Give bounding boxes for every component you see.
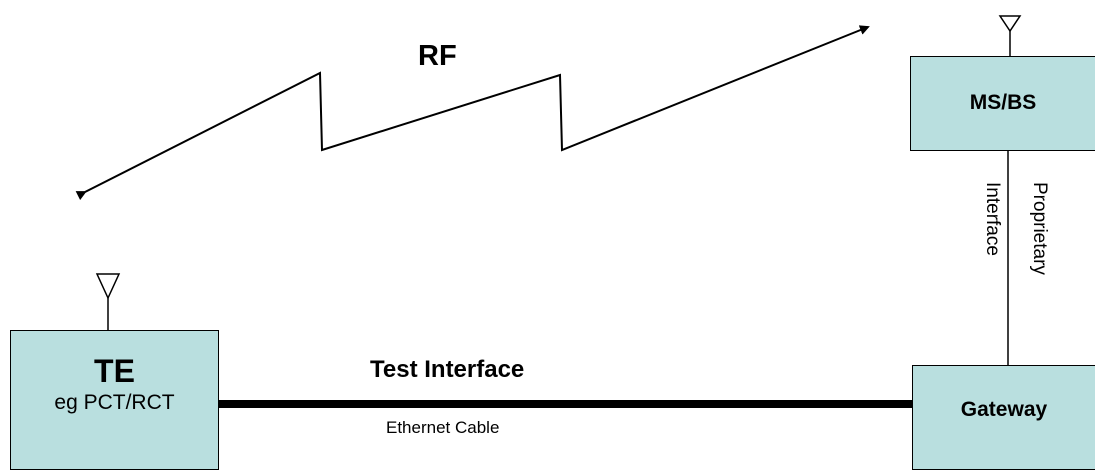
rf-link-arrow (75, 25, 870, 201)
rf-label: RF (418, 40, 457, 72)
gateway-box: Gateway (912, 365, 1095, 470)
proprietary-label: Proprietary (1029, 182, 1050, 275)
ethernet-cable-label: Ethernet Cable (386, 418, 500, 437)
gateway-label: Gateway (960, 398, 1048, 421)
te-antenna-icon (95, 273, 121, 330)
ms-bs-label: MS/BS (969, 91, 1037, 114)
te-subtitle: eg PCT/RCT (54, 391, 175, 414)
test-interface-label: Test Interface (370, 356, 525, 383)
te-box: TE eg PCT/RCT (10, 330, 219, 470)
te-title: TE (94, 353, 135, 389)
ms-bs-antenna-icon (998, 15, 1022, 56)
interface-label: Interface (982, 182, 1003, 256)
ms-bs-box: MS/BS (910, 56, 1095, 151)
